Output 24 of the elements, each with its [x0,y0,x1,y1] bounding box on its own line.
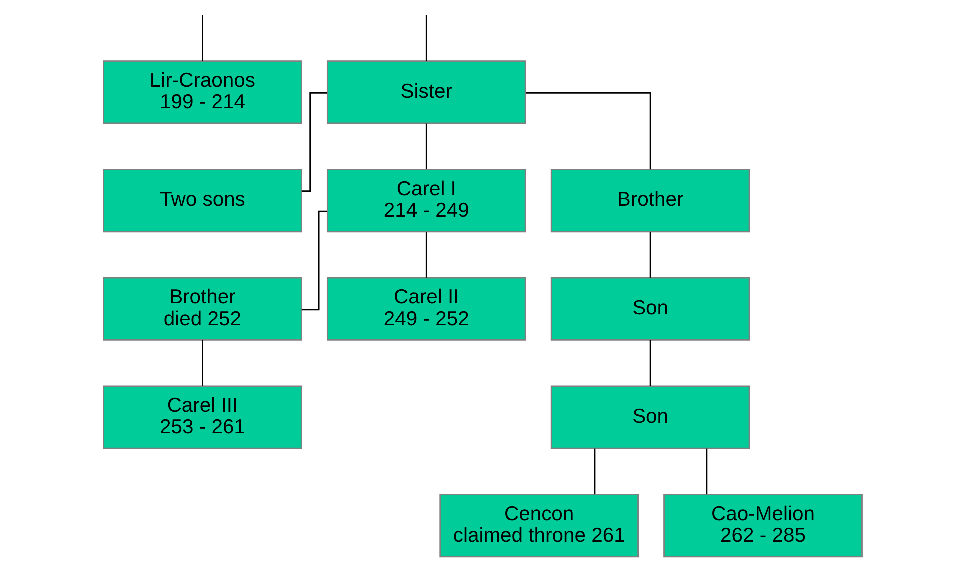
connector [650,340,652,386]
node-box: Sister [326,60,526,124]
node-box: Two sons [103,169,302,233]
connector [650,232,652,278]
connector [426,232,428,278]
connector [426,16,428,61]
node-box: Son [550,277,750,341]
node-box: Carel III 253 - 261 [103,386,302,450]
node-box: Cao-Melion 262 - 285 [664,494,863,558]
connector [426,124,428,170]
connector [526,92,652,170]
node-box: Son [550,386,750,450]
node-box: Carel I 214 - 249 [326,169,526,233]
node-box: Carel II 249 - 252 [326,277,526,341]
connector [202,340,204,386]
connector [302,92,328,192]
node-box: Brother died 252 [103,277,302,341]
connector [706,448,708,495]
node-box: Brother [550,169,750,233]
connector [594,448,596,495]
connector [302,210,328,311]
connector [202,16,204,61]
node-box: Lir-Craonos 199 - 214 [103,60,302,124]
node-box: Cencon claimed throne 261 [440,494,640,558]
